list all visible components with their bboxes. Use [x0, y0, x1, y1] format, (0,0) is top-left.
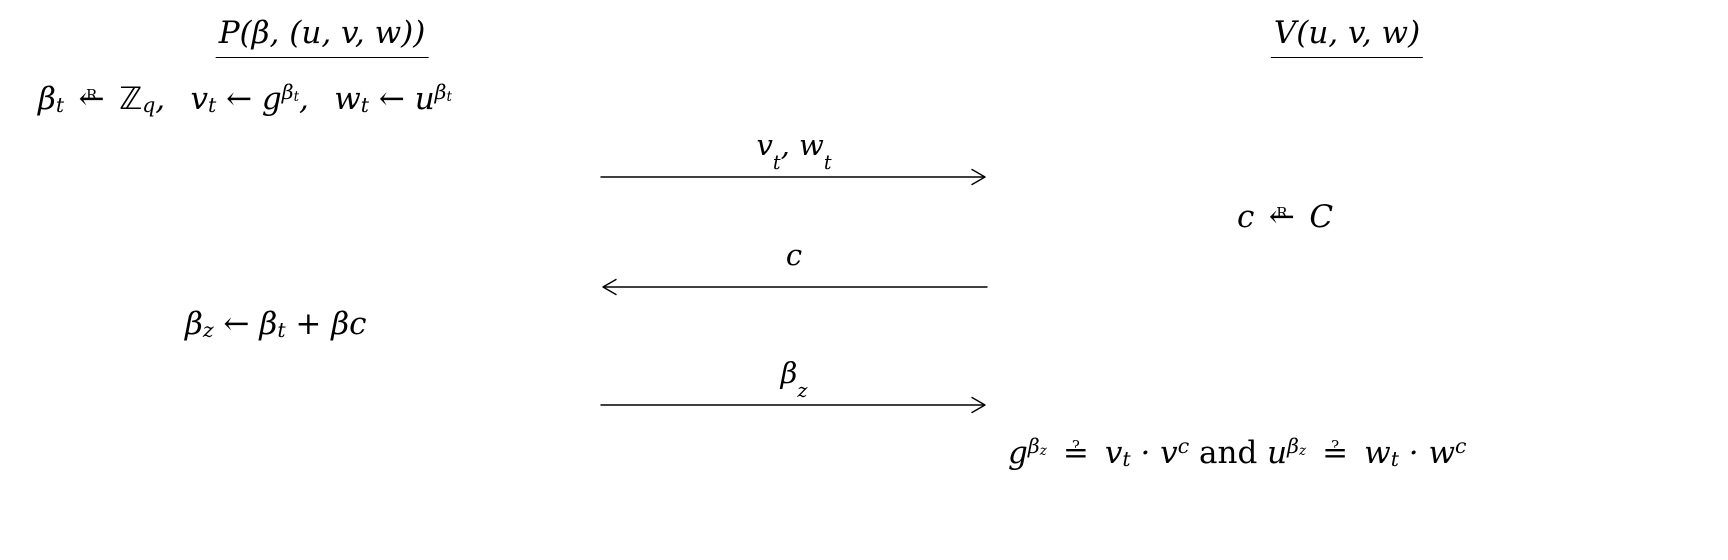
- prover-commitment-line: βt R← ℤq, vt ← gβt, wt ← uβt: [38, 79, 452, 118]
- message-challenge: c: [600, 238, 988, 298]
- prover-response-line: βz ← βt + βc: [185, 306, 367, 343]
- arrow-right-icon: [600, 396, 986, 414]
- arrow-left-icon: [602, 278, 988, 296]
- verifier-challenge-line: c R← C: [1237, 199, 1334, 235]
- verifier-header: V(u, v, w): [1270, 14, 1424, 58]
- prover-header: P(β, (u, v, w)): [215, 14, 429, 58]
- verifier-check-line: gβz ?= vt · vc and uβz ?= wt · wc: [1008, 433, 1467, 472]
- arrow-right-icon: [600, 168, 986, 186]
- message-challenge-label: c: [785, 237, 803, 272]
